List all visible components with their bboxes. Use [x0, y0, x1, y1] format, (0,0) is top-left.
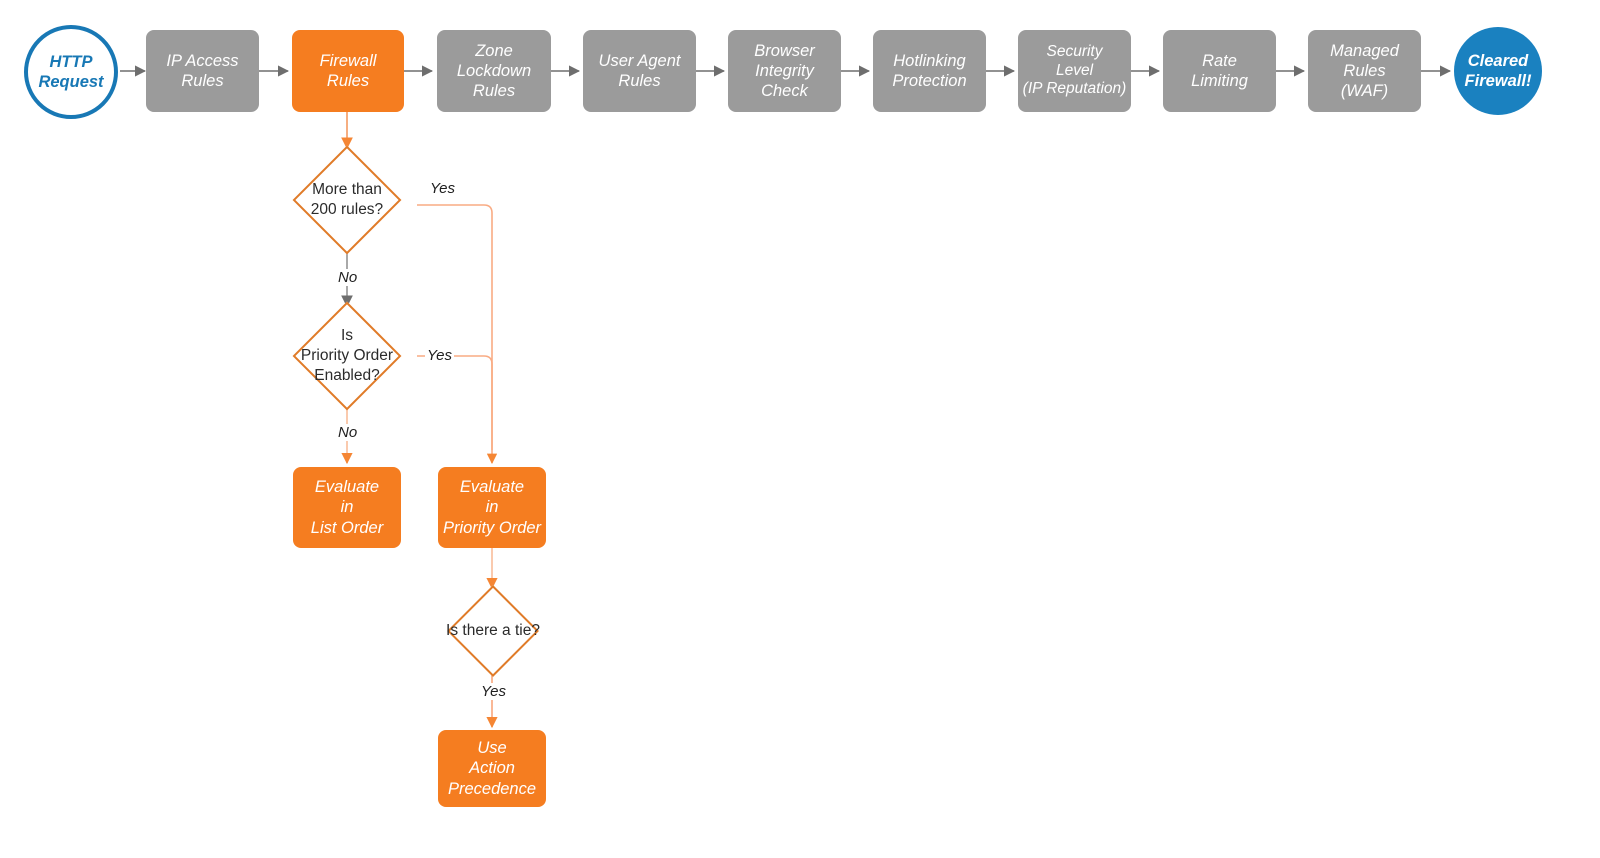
node-label: Security Level (IP Reputation)	[1022, 42, 1127, 98]
node-label: IP Access Rules	[166, 51, 239, 90]
node-evaluate-priority-order[interactable]: Evaluate in Priority Order	[438, 467, 546, 548]
node-label: Evaluate in List Order	[310, 478, 384, 537]
node-label: HTTP Request	[38, 52, 104, 91]
edge-label-no-priority-order: No	[336, 424, 360, 441]
node-security-level[interactable]: Security Level (IP Reputation)	[1018, 30, 1131, 112]
edge-label-yes-more-than-200: Yes	[428, 180, 458, 197]
node-hotlinking-protection[interactable]: Hotlinking Protection	[873, 30, 986, 112]
node-label: Hotlinking Protection	[892, 51, 967, 90]
node-label: Is there a tie?	[446, 622, 540, 640]
node-label: User Agent Rules	[598, 51, 681, 90]
node-rate-limiting[interactable]: Rate Limiting	[1163, 30, 1276, 112]
node-label: Managed Rules (WAF)	[1330, 41, 1399, 101]
node-managed-rules-waf[interactable]: Managed Rules (WAF)	[1308, 30, 1421, 112]
node-more-than-200-rules[interactable]: More than 200 rules?	[277, 145, 417, 255]
node-label: Zone Lockdown Rules	[456, 41, 532, 101]
node-user-agent-rules[interactable]: User Agent Rules	[583, 30, 696, 112]
edge-yes-more-than-200	[417, 204, 498, 465]
node-ip-access-rules[interactable]: IP Access Rules	[146, 30, 259, 112]
node-label: Rate Limiting	[1191, 51, 1248, 90]
node-use-action-precedence[interactable]: Use Action Precedence	[438, 730, 546, 807]
node-label: Use Action Precedence	[447, 739, 537, 798]
node-evaluate-list-order[interactable]: Evaluate in List Order	[293, 467, 401, 548]
node-cleared-firewall[interactable]: Cleared Firewall!	[1454, 27, 1542, 115]
node-is-there-a-tie[interactable]: Is there a tie?	[422, 585, 564, 677]
node-label: Cleared Firewall!	[1464, 51, 1532, 90]
node-label: Is Priority Order Enabled?	[300, 327, 394, 384]
node-http-request[interactable]: HTTP Request	[24, 25, 118, 119]
node-label: More than 200 rules?	[310, 181, 384, 218]
node-label: Firewall Rules	[319, 51, 377, 90]
edge-label-yes-priority-order: Yes	[425, 347, 455, 364]
edge-yes-priority-order	[417, 355, 493, 450]
node-label: Browser Integrity Check	[754, 41, 815, 101]
node-label: Evaluate in Priority Order	[442, 478, 542, 537]
node-firewall-rules[interactable]: Firewall Rules	[292, 30, 404, 112]
edge-label-yes-tie: Yes	[479, 683, 509, 700]
node-browser-integrity-check[interactable]: Browser Integrity Check	[728, 30, 841, 112]
edge-label-no-more-than-200: No	[336, 269, 360, 286]
node-priority-order-enabled[interactable]: Is Priority Order Enabled?	[277, 301, 417, 411]
node-zone-lockdown-rules[interactable]: Zone Lockdown Rules	[437, 30, 551, 112]
